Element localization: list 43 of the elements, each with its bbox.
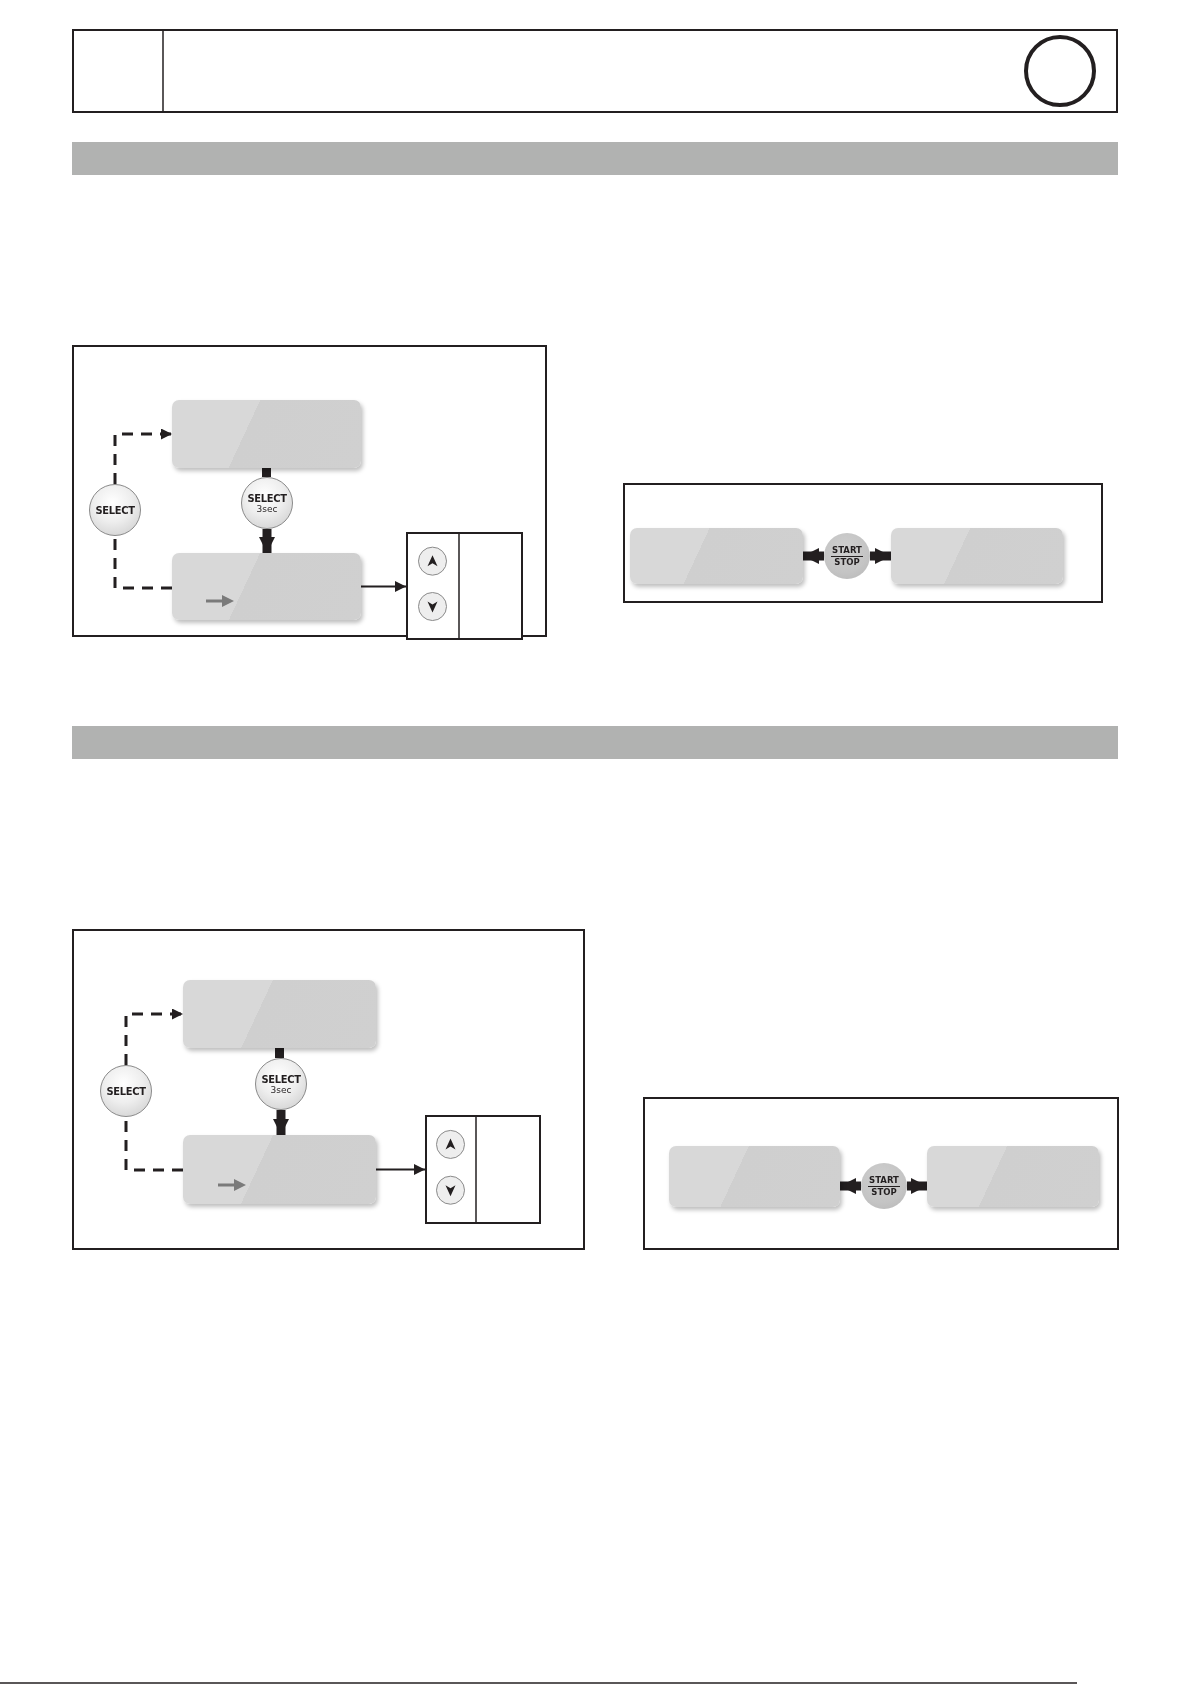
dashed-arrow: [124, 1008, 183, 1065]
lcd-display: [172, 553, 361, 620]
button-label: START: [868, 1175, 900, 1187]
button-label: STOP: [870, 1186, 898, 1197]
lcd-display: [630, 528, 803, 584]
arrow: [803, 548, 824, 564]
button-label: SELECT: [247, 492, 287, 504]
section-bar: [72, 142, 1118, 175]
diagram-frame: [643, 1097, 1119, 1250]
push-button: [255, 1058, 307, 1110]
arrow: [840, 1178, 861, 1194]
arrow: [907, 1178, 927, 1194]
arrow: [870, 548, 891, 564]
header-frame: [72, 29, 1118, 113]
button-label: STOP: [833, 556, 861, 567]
button-label: START: [831, 545, 863, 557]
diagram-frame: [72, 345, 547, 637]
arrow: [375, 1164, 426, 1175]
lcd-display: [891, 528, 1063, 584]
button-label: SELECT: [106, 1085, 146, 1097]
section-bar: [72, 726, 1118, 759]
button-label: 3sec: [270, 1085, 292, 1095]
button-panel: [425, 1115, 541, 1224]
lcd-display: [669, 1146, 840, 1207]
push-button: [100, 1065, 152, 1117]
button-label: SELECT: [95, 504, 135, 516]
arrow: [273, 1110, 289, 1135]
push-button: [89, 484, 141, 536]
arrow: [360, 581, 407, 592]
arrow: [259, 529, 275, 553]
diagram-frame: [623, 483, 1103, 603]
lcd-display: [183, 980, 376, 1048]
lcd-display: [172, 400, 361, 468]
push-button: [861, 1163, 907, 1209]
button-label: SELECT: [261, 1073, 301, 1085]
lcd-display: [927, 1146, 1099, 1207]
diagram-frame: [72, 929, 585, 1250]
push-button: [824, 533, 870, 579]
button-label: 3sec: [256, 504, 278, 514]
dashed-arrow: [113, 428, 172, 484]
outline-circle: [1024, 35, 1096, 107]
lcd-display: [183, 1135, 376, 1204]
push-button: [241, 477, 293, 529]
